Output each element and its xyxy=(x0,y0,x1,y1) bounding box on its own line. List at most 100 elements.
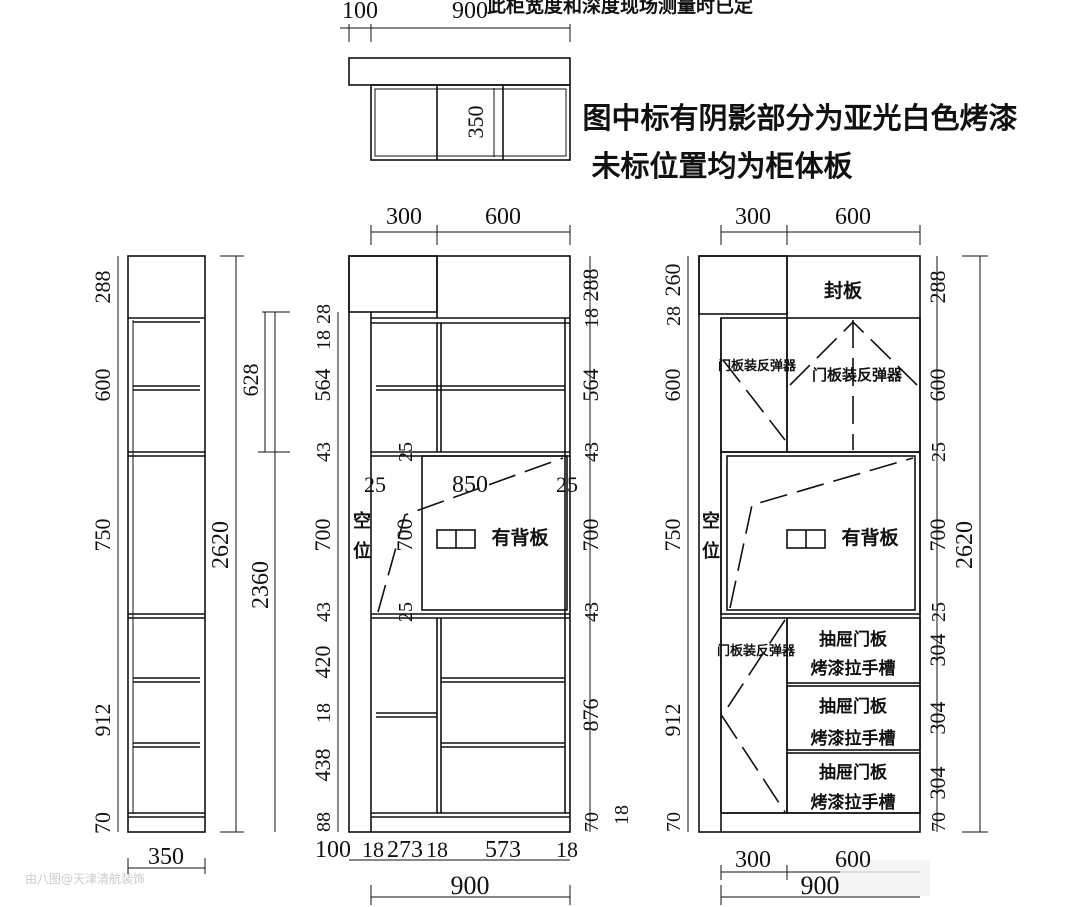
dim-label: 900 xyxy=(801,871,840,900)
dim-label: 750 xyxy=(90,519,115,552)
drawer-label: 抽屉门板 xyxy=(819,629,888,650)
note-line: 图中标有阴影部分为亚光白色烤漆 xyxy=(582,101,1017,135)
empty-label: 位 xyxy=(353,540,371,562)
dim-label: 70 xyxy=(581,812,603,832)
dim-label: 25 xyxy=(395,602,417,622)
plan-note: 此柜宽度和深度现场测量时已定 xyxy=(487,0,753,17)
dim-label: 18 xyxy=(611,805,633,825)
dim-label: 28 xyxy=(313,304,335,324)
dim-label: 438 xyxy=(310,749,335,782)
dim-label: 43 xyxy=(581,442,603,462)
dim-label: 25 xyxy=(928,442,950,462)
dim-label: 304 xyxy=(925,702,950,735)
dim-label: 88 xyxy=(313,812,335,832)
dim-label: 2360 xyxy=(248,561,274,609)
dim-label: 700 xyxy=(392,519,417,552)
upper-left-door xyxy=(720,317,788,453)
dim-label: 70 xyxy=(928,812,950,832)
dim-label: 350 xyxy=(148,844,184,870)
plan-hatched-top xyxy=(348,57,571,86)
dim-label: 628 xyxy=(238,364,263,397)
dim-label: 25 xyxy=(556,472,578,497)
dim-label: 260 xyxy=(660,264,685,297)
dim-label: 600 xyxy=(660,369,685,402)
dim-label: 288 xyxy=(925,271,950,304)
drawer-label: 烤漆拉手槽 xyxy=(811,728,896,749)
cap-panel-label: 封板 xyxy=(824,279,863,302)
dim-label: 700 xyxy=(578,519,603,552)
dim-label: 70 xyxy=(90,812,115,834)
back-panel-label: 有背板 xyxy=(491,526,549,549)
hinge-label: 门板装反弹器 xyxy=(717,643,796,659)
door-elevation xyxy=(687,225,988,905)
dim-label: 25 xyxy=(395,442,417,462)
dim-label: 273 xyxy=(387,837,423,863)
dim-label: 288 xyxy=(90,271,115,304)
dim-label: 70 xyxy=(663,812,685,832)
dim-label: 600 xyxy=(835,847,871,873)
dim-label: 28 xyxy=(663,306,685,326)
dim-label: 912 xyxy=(90,704,115,737)
drawer-label: 抽屉门板 xyxy=(819,762,888,783)
dim-label: 18 xyxy=(313,703,335,723)
hinge-label: 门板装反弹器 xyxy=(718,358,797,374)
drawer-front-1 xyxy=(786,617,921,684)
dim-label: 2620 xyxy=(952,521,978,569)
dim-label: 912 xyxy=(660,704,685,737)
drawer-front-2 xyxy=(786,685,921,751)
drawer-label: 烤漆拉手槽 xyxy=(811,792,896,813)
dim-label: 18 xyxy=(426,837,448,862)
dim-label: 564 xyxy=(578,369,603,402)
front-elevation xyxy=(258,225,591,905)
dim-label: 304 xyxy=(925,767,950,800)
dim-label: 18 xyxy=(313,330,335,350)
back-panel-label: 有背板 xyxy=(841,526,899,549)
dim-label: 900 xyxy=(452,0,488,24)
drawer-label: 抽屉门板 xyxy=(819,696,888,717)
dim-label: 600 xyxy=(90,369,115,402)
dim-label: 25 xyxy=(364,472,386,497)
dim-label: 600 xyxy=(925,369,950,402)
dim-label: 100 xyxy=(342,0,378,24)
side-view xyxy=(117,255,244,874)
drawer-label: 烤漆拉手槽 xyxy=(811,658,896,679)
dim-label: 350 xyxy=(463,106,488,139)
dim-label: 43 xyxy=(313,602,335,622)
dim-label: 2620 xyxy=(208,521,234,569)
empty-label: 空 xyxy=(702,510,720,532)
dim-label: 900 xyxy=(451,871,490,900)
hinge-label: 门板装反弹器 xyxy=(812,366,903,384)
dim-label: 18 xyxy=(362,837,384,862)
empty-label: 空 xyxy=(353,510,371,532)
dim-label: 420 xyxy=(310,646,335,679)
dim-label: 850 xyxy=(452,472,488,498)
watermark: 由八图@天津清航装饰 xyxy=(25,871,145,886)
door-swing-line xyxy=(377,457,564,613)
dim-label: 700 xyxy=(310,519,335,552)
empty-label: 位 xyxy=(702,540,720,562)
dim-label: 750 xyxy=(660,519,685,552)
dim-label: 288 xyxy=(578,269,603,302)
hatched-lacquer-panel xyxy=(348,255,438,313)
top-plan xyxy=(340,24,571,161)
dim-label: 600 xyxy=(485,204,521,230)
dim-label: 573 xyxy=(485,837,521,863)
dim-label: 18 xyxy=(581,308,603,328)
dim-label: 43 xyxy=(313,442,335,462)
dim-label: 600 xyxy=(835,204,871,230)
dim-label: 300 xyxy=(386,204,422,230)
dim-label: 700 xyxy=(925,519,950,552)
dim-label: 564 xyxy=(310,369,335,402)
dim-label: 876 xyxy=(578,699,603,732)
dim-label: 18 xyxy=(556,837,578,862)
dim-label: 100 xyxy=(315,837,351,863)
hatched-lacquer-panel xyxy=(698,255,788,315)
dim-label: 300 xyxy=(735,204,771,230)
niche-back-panel xyxy=(421,455,568,611)
note-line: 未标位置均为柜体板 xyxy=(591,149,853,183)
dim-label: 300 xyxy=(735,847,771,873)
dim-label: 304 xyxy=(925,634,950,667)
dim-label: 43 xyxy=(581,602,603,622)
